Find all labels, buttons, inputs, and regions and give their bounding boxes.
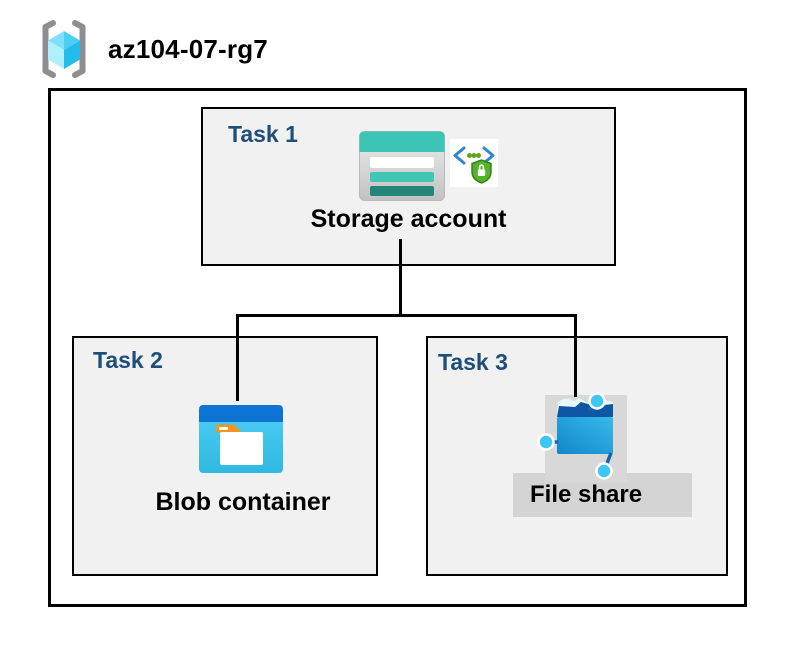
task1-box: Task 1 [201, 107, 616, 266]
storage-account-label: Storage account [310, 205, 507, 233]
connector-horizontal [236, 314, 577, 317]
resource-group-boundary: Task 1 [48, 88, 747, 607]
blob-container-label: Blob container [155, 488, 331, 516]
file-share-label: File share [530, 481, 643, 508]
connector-to-blob-container [236, 314, 239, 401]
secure-endpoint-icon [450, 139, 498, 187]
file-share-icon [537, 392, 627, 482]
task3-label: Task 3 [438, 349, 508, 375]
resource-group-icon [42, 20, 86, 78]
connector-storage-stem [399, 239, 402, 317]
task2-label: Task 2 [93, 347, 163, 373]
blob-container-icon [199, 405, 283, 473]
resource-group-title: az104-07-rg7 [108, 34, 268, 64]
task2-box: Task 2 Blob container [72, 336, 378, 576]
task1-label: Task 1 [228, 121, 298, 147]
connector-to-file-share [574, 314, 577, 397]
task3-box: Task 3 File share [426, 336, 728, 576]
storage-account-icon [359, 131, 445, 201]
